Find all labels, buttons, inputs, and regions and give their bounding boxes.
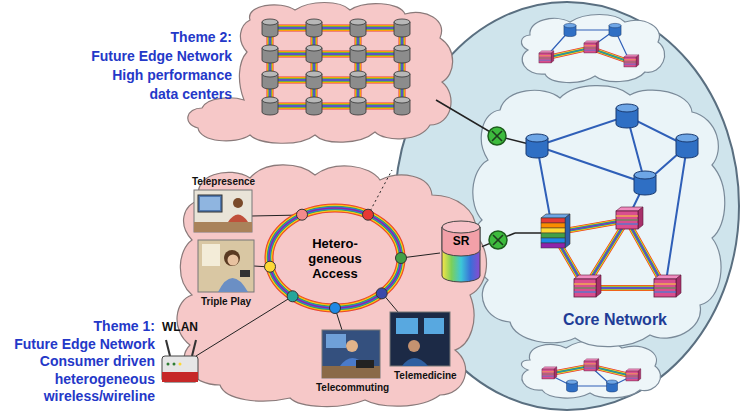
node-label: Core Network <box>515 310 715 330</box>
device-label: WLAN <box>162 320 198 334</box>
telemedicine-photo <box>390 312 450 366</box>
service-router <box>440 216 482 284</box>
node-label: Hetero- geneous Access <box>300 236 370 281</box>
service-router-node: SR <box>440 216 482 284</box>
theme-description: Future Edge Network Consumer driven hete… <box>9 336 155 406</box>
photo-caption: Triple Play <box>201 296 251 308</box>
mini-network-cloud <box>521 15 664 83</box>
node-label: SR <box>440 234 482 248</box>
photo-caption: Telemedicine <box>394 370 457 382</box>
core-routers <box>515 88 715 338</box>
access-ring-node: Hetero- geneous Access <box>265 204 405 312</box>
core-cloud <box>472 86 725 347</box>
telecommuting-photo <box>322 330 380 378</box>
triple-play-photo <box>198 240 254 292</box>
photo-caption: Telepresence <box>192 176 255 188</box>
mini-network-cloud <box>521 341 660 399</box>
theme-heading: Theme 1: <box>9 318 155 336</box>
theme-description: Future Edge Network High performance dat… <box>86 47 232 104</box>
wlan-router <box>162 340 198 382</box>
telepresence-photo <box>194 190 252 232</box>
access-cloud <box>177 165 486 407</box>
core-network-node: Core Network <box>515 88 715 338</box>
theme-heading: Theme 2: <box>86 28 232 47</box>
uplink-wire <box>436 100 537 146</box>
optical-switch <box>489 231 507 249</box>
optical-switch <box>488 127 506 145</box>
photo-caption: Telecommuting <box>316 382 389 394</box>
